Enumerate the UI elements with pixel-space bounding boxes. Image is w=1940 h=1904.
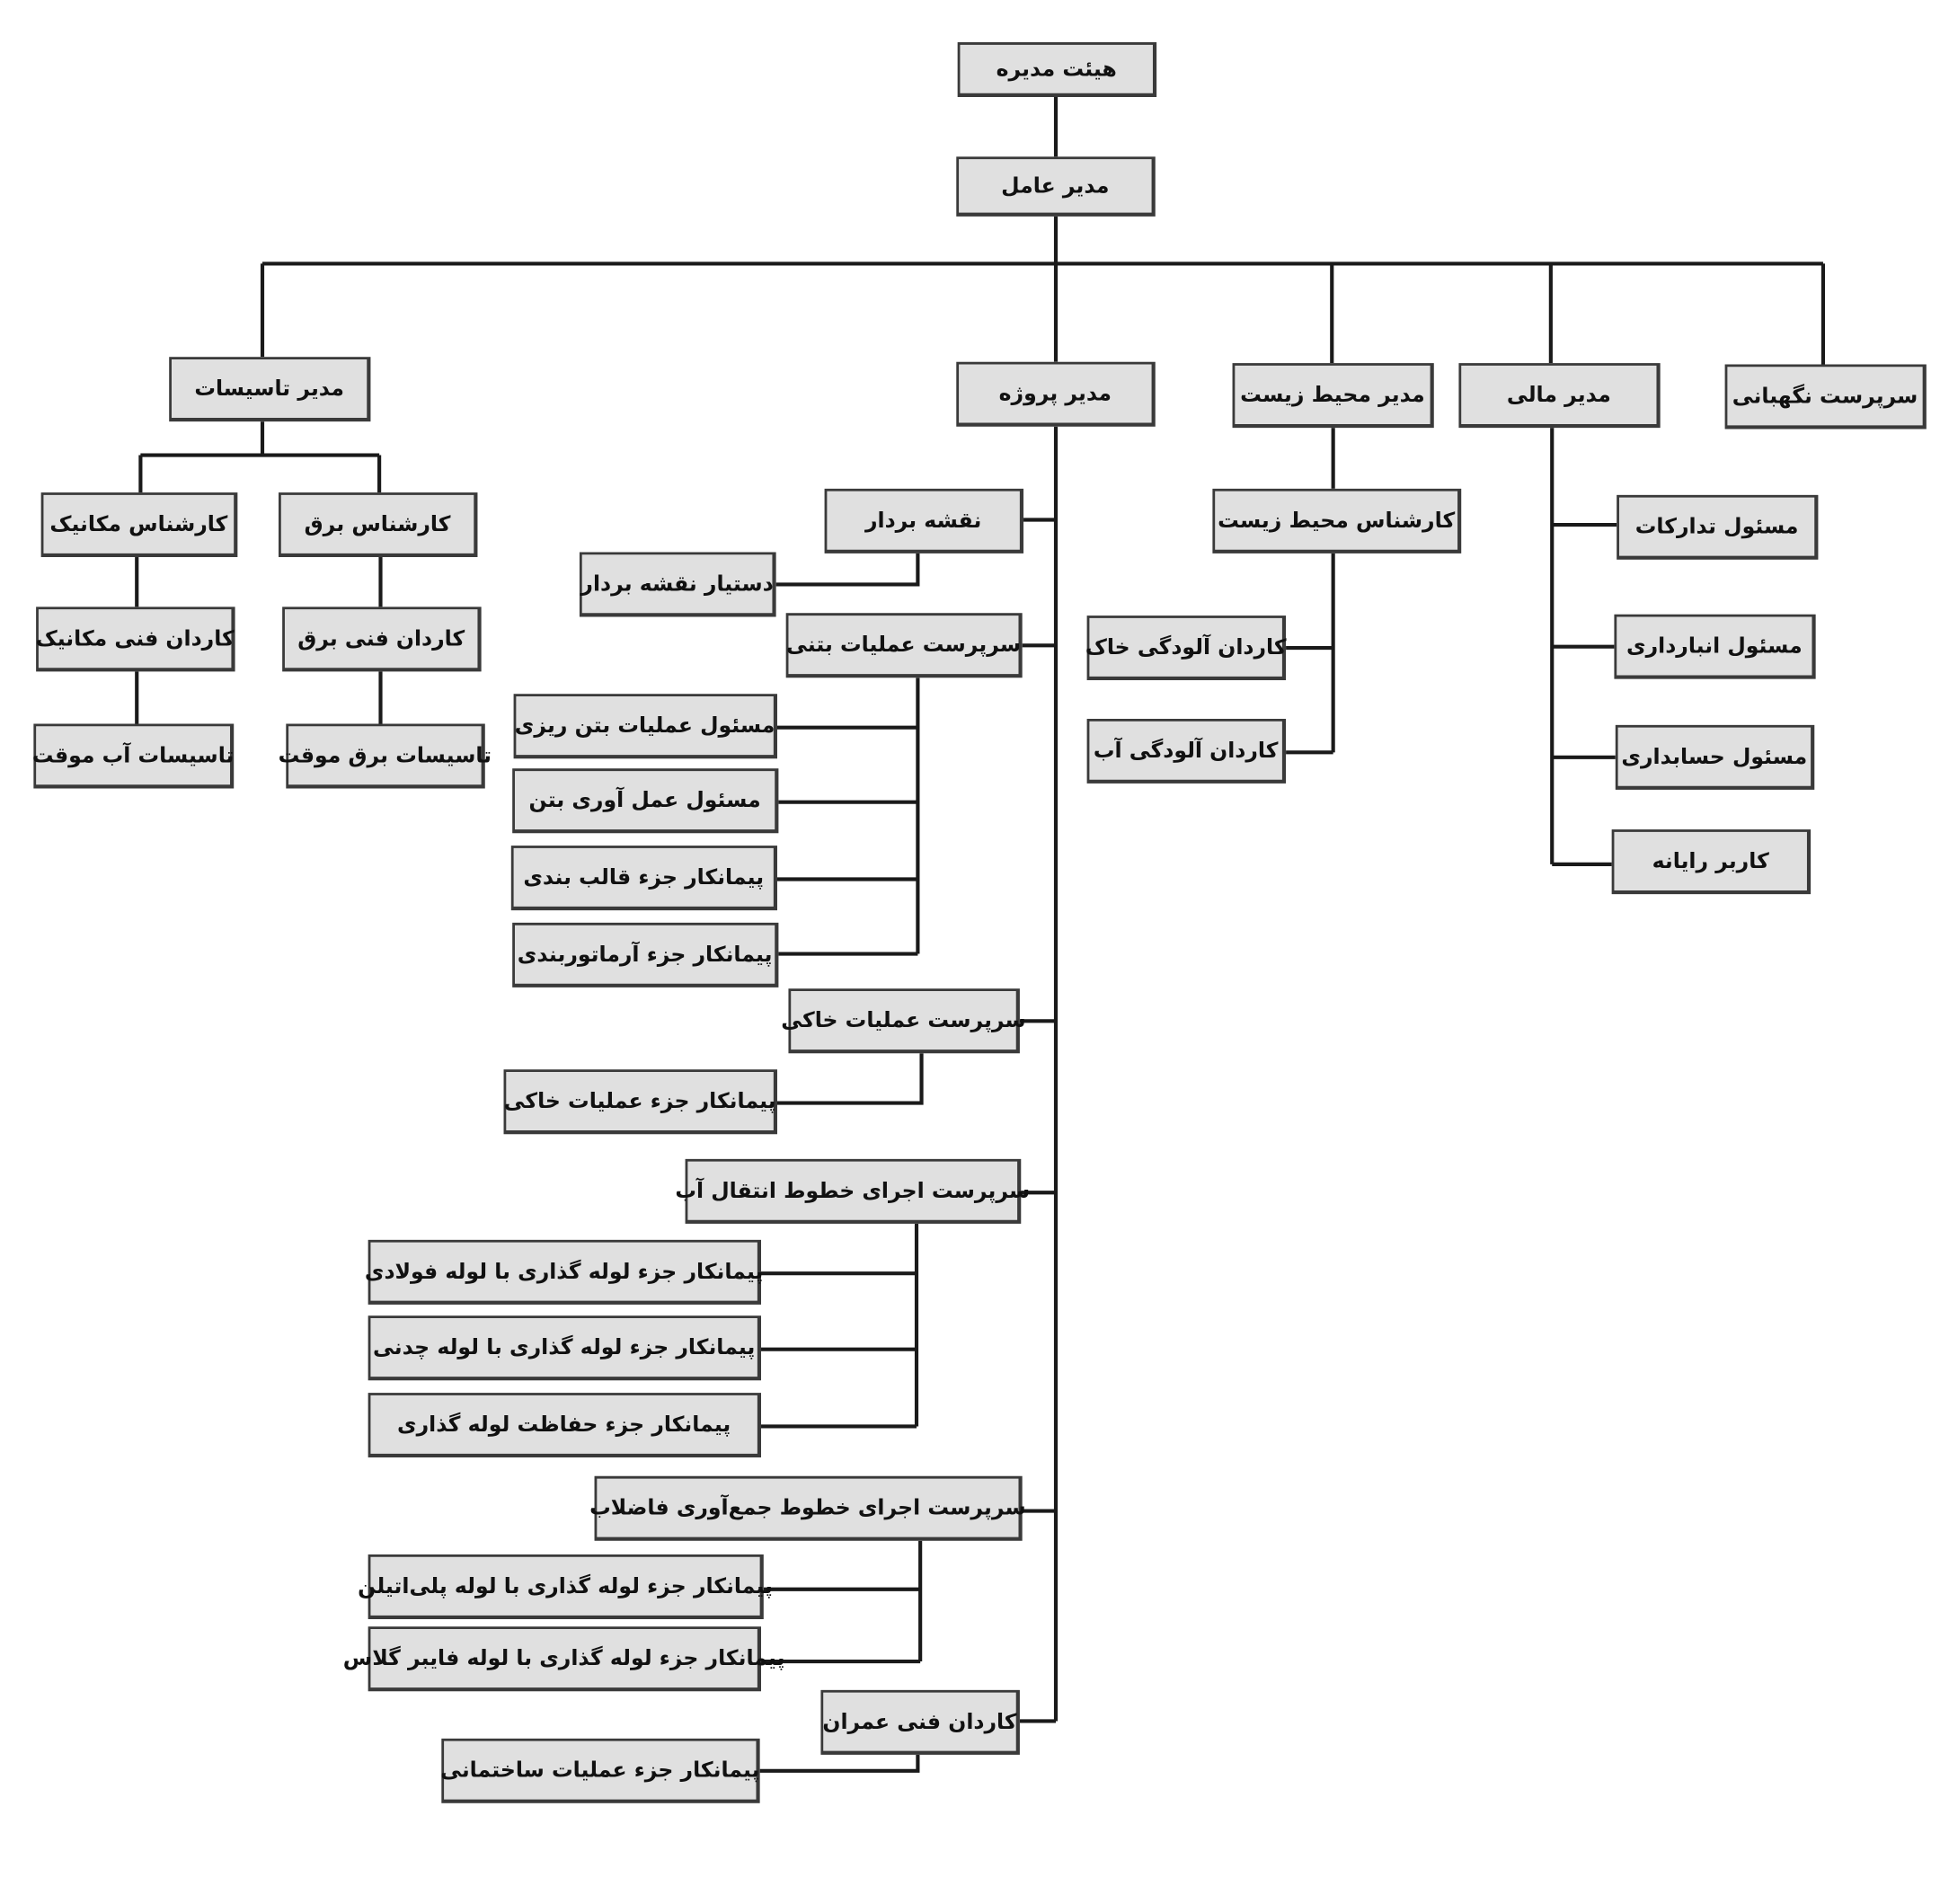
node-mech-technician: کاردان فنی مکانیک (36, 607, 235, 672)
node-ceo: مدیر عامل (956, 156, 1156, 217)
node-procurement: مسئول تدارکات (1617, 494, 1819, 560)
node-temp-water: تاسیسات آب موقت (32, 723, 234, 789)
node-mech-expert: کارشناس مکانیک (40, 492, 238, 558)
node-pipe-protection-contractor: پیمانکار جزء حفاظت لوله گذاری (368, 1393, 762, 1458)
node-pe-pipe-contractor: پیمانکار جزء لوله گذاری با لوله پلی‌اتیل… (358, 1554, 773, 1619)
node-env-manager: مدیر محیط زیست (1232, 363, 1434, 429)
node-board: هیئت مدیره (957, 42, 1157, 97)
node-env-expert: کارشناس محیط زیست (1212, 488, 1462, 553)
node-finance-manager: مدیر مالی (1458, 363, 1661, 429)
node-concrete-pouring: مسئول عملیات بتن ریزی (513, 694, 777, 759)
node-formwork-contractor: پیمانکار جزء قالب بندی (510, 846, 777, 911)
node-concrete-curing: مسئول عمل آوری بتن (512, 768, 779, 834)
node-rebar-contractor: پیمانکار جزء آرماتوربندی (512, 922, 779, 987)
node-surveyor: نقشه بردار (824, 488, 1024, 553)
node-soil-pollution-tech: کاردان آلودگی خاک (1085, 615, 1287, 681)
node-cast-iron-pipe-contractor: پیمانکار جزء لوله گذاری با لوله چدنی (368, 1315, 762, 1381)
node-temp-power: تاسیسات برق موقت (279, 723, 492, 789)
node-civil-technician: کاردان فنی عمران (820, 1689, 1020, 1755)
node-project-manager: مدیر پروژه (956, 361, 1156, 427)
node-earthwork-supervisor: سرپرست عملیات خاکی (781, 988, 1026, 1054)
node-steel-pipe-contractor: پیمانکار جزء لوله گذاری با لوله فولادی (365, 1239, 763, 1305)
node-facilities-manager: مدیر تاسیسات (169, 357, 371, 422)
node-elec-technician: کاردان فنی برق (282, 607, 482, 672)
node-computer-operator: کاربر رایانه (1611, 829, 1812, 895)
node-elec-expert: کارشناس برق (279, 492, 478, 558)
node-water-line-supervisor: سرپرست اجرای خطوط انتقال آب (675, 1158, 1030, 1224)
node-earthwork-contractor: پیمانکار جزء عملیات خاکی (503, 1069, 777, 1135)
node-fiberglass-pipe-contractor: پیمانکار جزء لوله گذاری با لوله فایبر گل… (343, 1626, 784, 1692)
node-security-supervisor: سرپرست نگهبانی (1724, 364, 1927, 430)
node-surveyor-assistant: دستیار نقشه بردار (579, 552, 776, 617)
node-water-pollution-tech: کاردان آلودگی آب (1086, 718, 1287, 784)
node-building-contractor: پیمانکار جزء عملیات ساختمانی (440, 1738, 760, 1803)
node-concrete-supervisor: سرپرست عملیات بتنی (785, 613, 1023, 678)
node-warehouse: مسئول انبارداری (1614, 614, 1816, 679)
node-sewer-line-supervisor: سرپرست اجرای خطوط جمع‌آوری فاضلاب (589, 1475, 1026, 1541)
node-accounting: مسئول حسابداری (1615, 724, 1815, 790)
